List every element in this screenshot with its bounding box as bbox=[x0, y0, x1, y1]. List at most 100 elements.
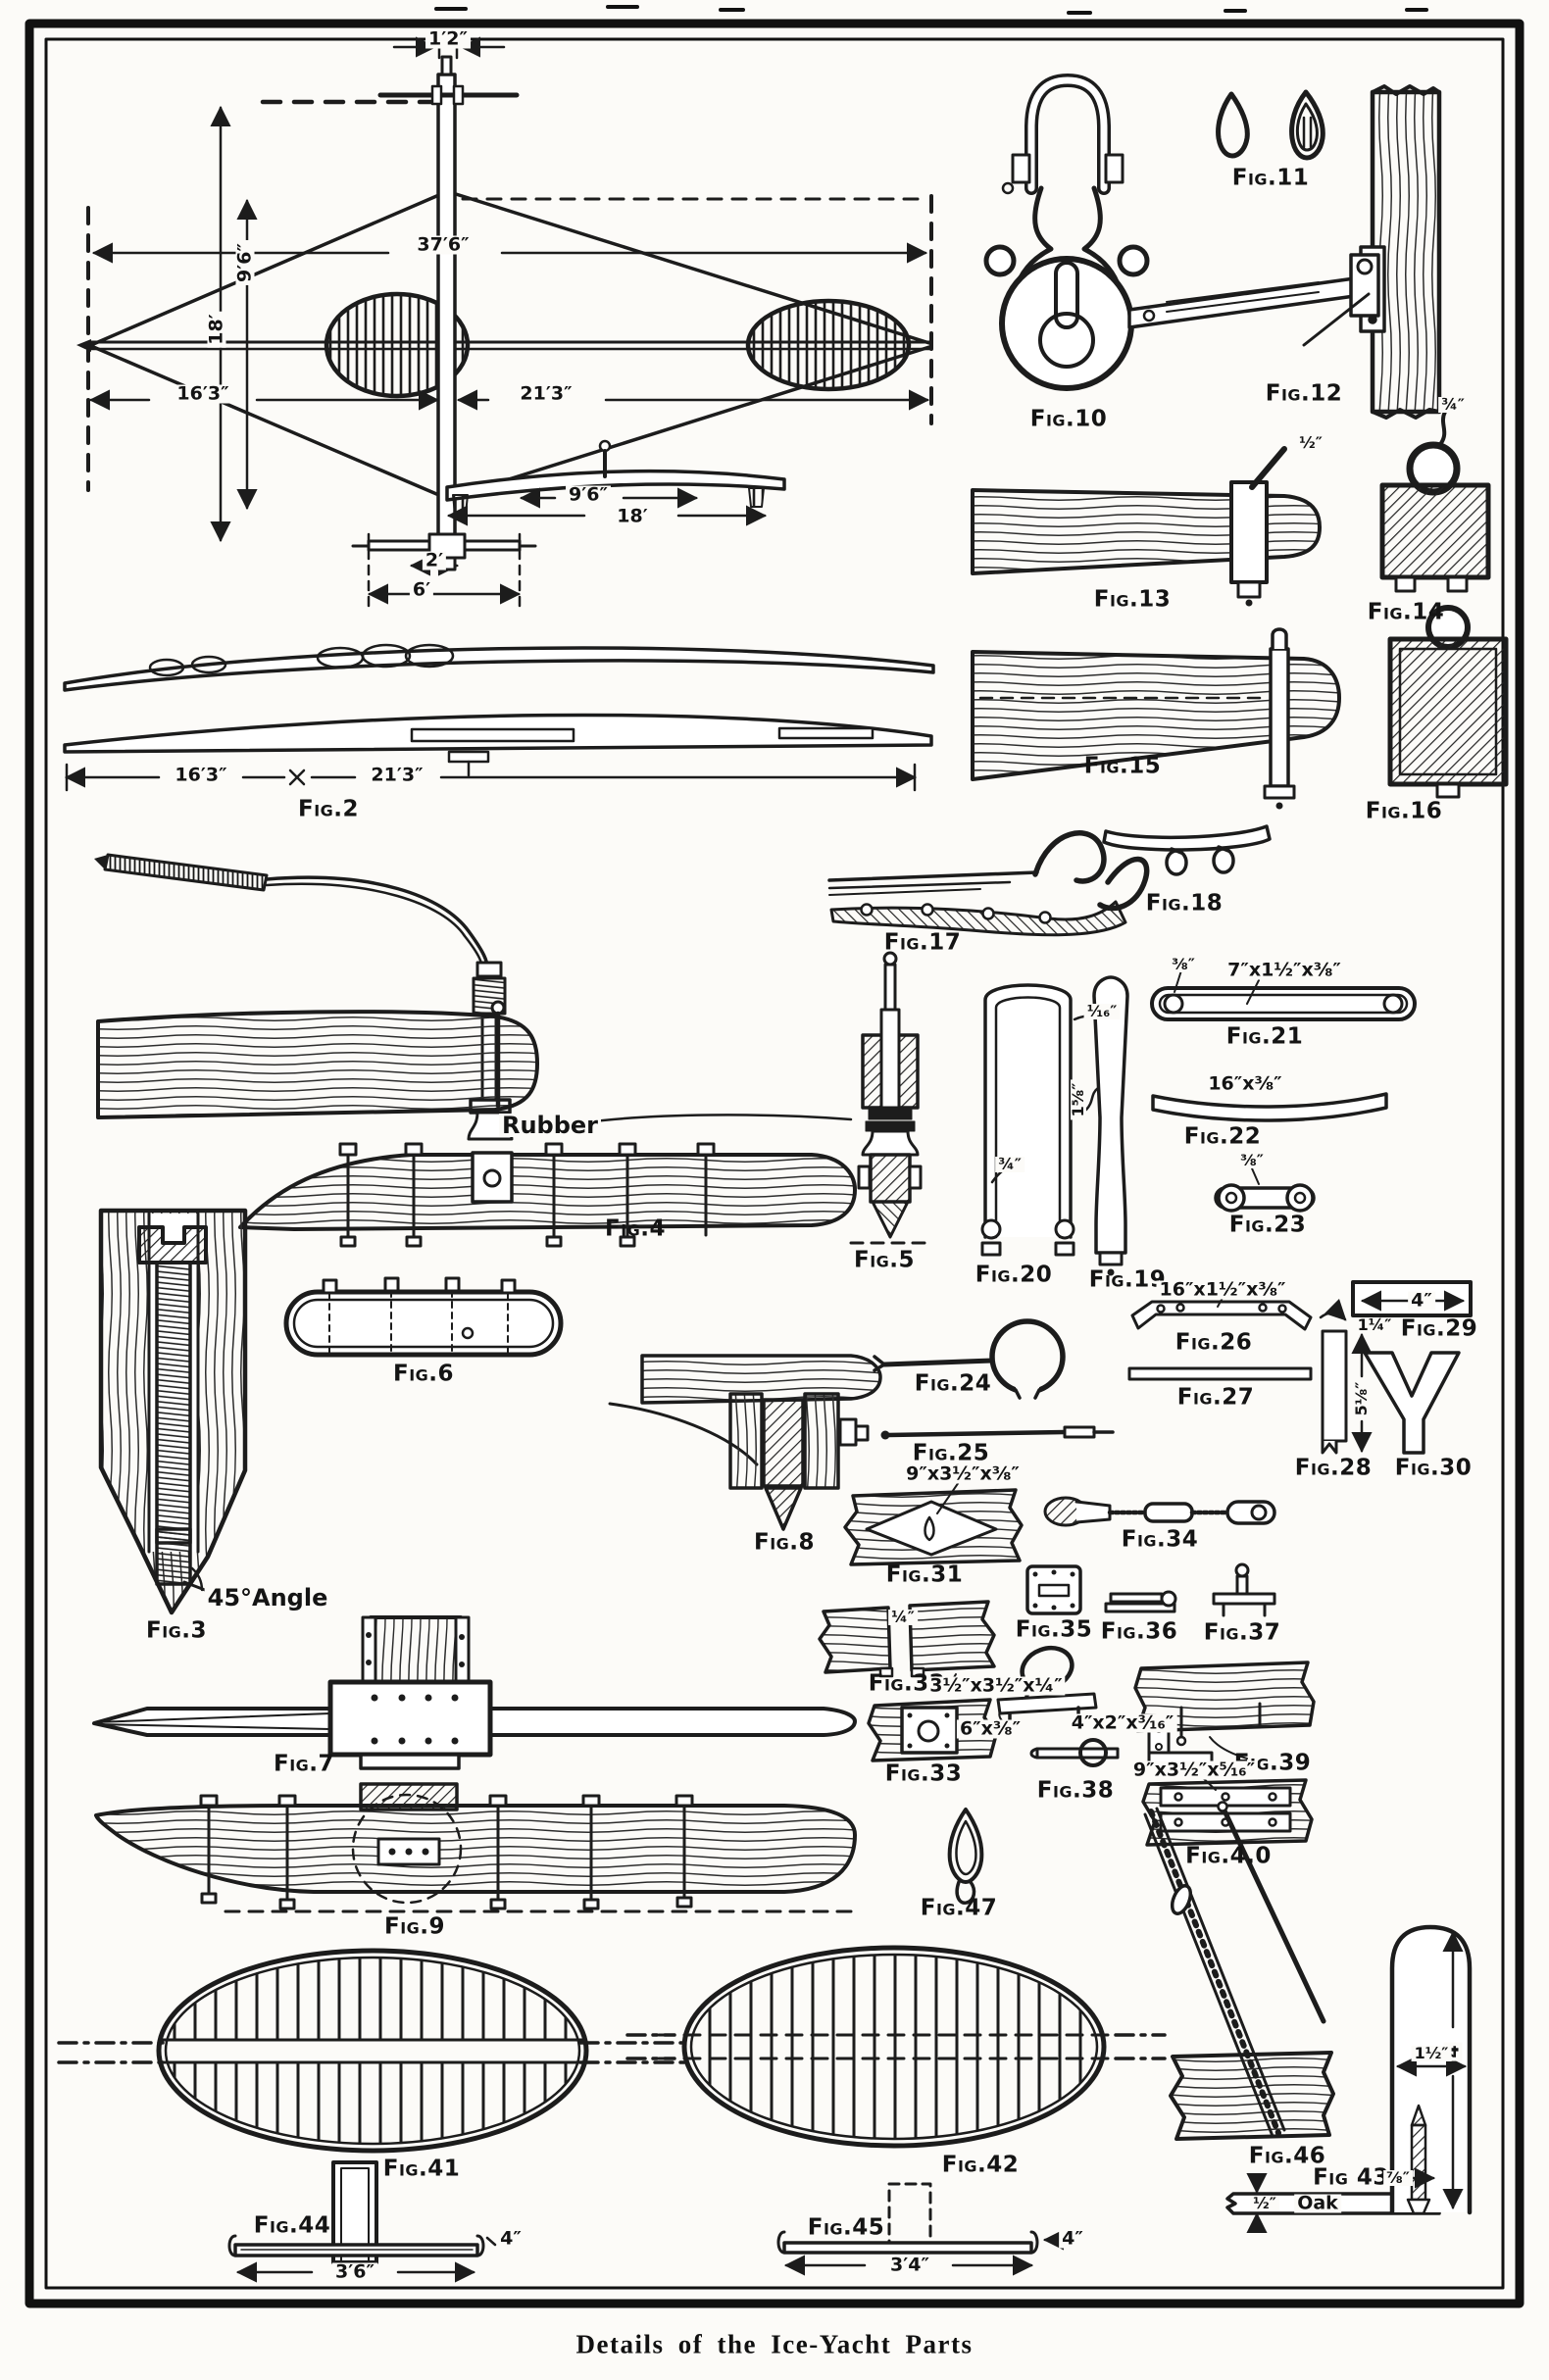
figure-37 bbox=[1212, 1562, 1276, 1617]
fig45-width-dim: 3′4″ bbox=[887, 2256, 932, 2275]
plan-length-dim: 37′6″ bbox=[414, 235, 473, 255]
fig23-size-dim: ⅜″ bbox=[1237, 1153, 1267, 1168]
figure-27 bbox=[1127, 1366, 1313, 1381]
fig35-label: Fig.35 bbox=[1015, 1616, 1093, 1643]
fig29-length-dim: 4″ bbox=[1408, 1291, 1435, 1311]
fig44-label: Fig.44 bbox=[253, 2212, 331, 2239]
figure-12 bbox=[1127, 84, 1442, 420]
fig47-label: Fig.47 bbox=[920, 1895, 998, 1921]
fig31-label: Fig.31 bbox=[885, 1562, 964, 1588]
fig6-label: Fig.6 bbox=[392, 1361, 455, 1387]
fig14-label: Fig.14 bbox=[1367, 599, 1445, 625]
plate-frame bbox=[25, 5, 1524, 2308]
figure-32 bbox=[818, 1600, 996, 1695]
fig38-label: Fig.38 bbox=[1036, 1777, 1115, 1804]
fig26-size-dim: 16″x1½″x⅜″ bbox=[1156, 1280, 1289, 1300]
figure-10 bbox=[983, 74, 1150, 391]
fig19-label: Fig.19 bbox=[1088, 1266, 1167, 1293]
figure-15 bbox=[971, 627, 1341, 810]
fig45-label: Fig.45 bbox=[807, 2214, 885, 2241]
figure-35 bbox=[1025, 1564, 1082, 1615]
plan-mast-width-dim: 1′2″ bbox=[425, 29, 471, 49]
fig28-label: Fig.28 bbox=[1294, 1455, 1373, 1481]
fig30-label: Fig.30 bbox=[1394, 1455, 1473, 1481]
fig14-ring-dim: ¾″ bbox=[1438, 397, 1468, 413]
figure-38 bbox=[996, 1645, 1120, 1767]
fig40-label: Fig.4.0 bbox=[1185, 1843, 1272, 1869]
figure-23 bbox=[1214, 1167, 1316, 1213]
figure-6 bbox=[283, 1276, 564, 1358]
fig21-label: Fig.21 bbox=[1225, 1023, 1304, 1050]
plan-2-dim: 2′ bbox=[422, 551, 447, 570]
figure-46 bbox=[1143, 1801, 1335, 2141]
plan-213-dim: 21′3″ bbox=[517, 384, 575, 404]
figure-8 bbox=[608, 1354, 882, 1531]
figure-41 bbox=[57, 1948, 694, 2154]
fig43-label: Fig 43 bbox=[1313, 2164, 1389, 2191]
fig33-label: Fig.33 bbox=[884, 1760, 963, 1787]
fig20-label: Fig.20 bbox=[974, 1262, 1053, 1288]
figure-4 bbox=[94, 853, 857, 1248]
fig24-label: Fig.24 bbox=[914, 1370, 992, 1397]
figure-33 bbox=[867, 1698, 998, 1762]
fig28-length-dim: 5⅛″ bbox=[1352, 1378, 1371, 1419]
fig43-screw-dim: ⅞″ bbox=[1383, 2170, 1413, 2186]
fig7-label: Fig.7 bbox=[273, 1751, 335, 1777]
fig37-label: Fig.37 bbox=[1203, 1619, 1281, 1646]
plank-96-dim: 9′6″ bbox=[566, 485, 611, 505]
fig12-label: Fig.12 bbox=[1265, 380, 1343, 407]
fig43-oak-note: Oak bbox=[1294, 2194, 1341, 2213]
fig32-size-dim: 3½″x3½″x¼″ bbox=[926, 1676, 1066, 1696]
fig43-width-dim: 1½″ bbox=[1411, 2046, 1452, 2061]
fig20-width-dim: ¾″ bbox=[995, 1157, 1024, 1172]
figure-5 bbox=[849, 951, 935, 1245]
fig27-label: Fig.27 bbox=[1176, 1384, 1255, 1411]
figure-3 bbox=[98, 1208, 248, 1615]
fig20-thickness-dim: ¹⁄₁₆″ bbox=[1083, 1004, 1121, 1019]
fig15-label: Fig.15 bbox=[1083, 753, 1162, 779]
fig29-label: Fig.29 bbox=[1400, 1315, 1478, 1342]
figure-plan-view bbox=[76, 34, 933, 612]
fig8-label: Fig.8 bbox=[753, 1529, 816, 1556]
fig46-label: Fig.46 bbox=[1248, 2143, 1326, 2169]
fig25-label: Fig.25 bbox=[912, 1440, 990, 1466]
fig40-size-dim: 9″x3½″x⁵⁄₁₆″ bbox=[1129, 1760, 1259, 1780]
figure-7 bbox=[92, 1615, 857, 1770]
fig10-label: Fig.10 bbox=[1029, 406, 1108, 432]
fig13-label: Fig.13 bbox=[1093, 586, 1172, 613]
fig31-size-dim: 9″x3½″x⅜″ bbox=[903, 1464, 1023, 1484]
figure-47 bbox=[947, 1808, 984, 1905]
figure-45 bbox=[776, 2182, 1065, 2276]
figure-17 bbox=[827, 830, 1150, 937]
fig16-label: Fig.16 bbox=[1365, 798, 1443, 824]
fig2-213-dim: 21′3″ bbox=[368, 766, 426, 785]
fig44-height-dim: 4″ bbox=[497, 2229, 525, 2249]
fig2-label: Fig.2 bbox=[297, 796, 360, 822]
fig43-board-dim: ½″ bbox=[1250, 2196, 1279, 2211]
figure-11 bbox=[1216, 89, 1325, 161]
fig17-label: Fig.17 bbox=[883, 929, 962, 956]
fig2-163-dim: 16′3″ bbox=[172, 766, 230, 785]
plate-caption: Details of the Ice-Yacht Parts bbox=[575, 2329, 974, 2359]
fig28-top-dim: 1¼″ bbox=[1354, 1317, 1395, 1333]
figure-14 bbox=[1379, 410, 1491, 593]
plan-6-dim: 6′ bbox=[409, 580, 434, 600]
figure-2 bbox=[63, 643, 935, 792]
fig3-label: Fig.3 bbox=[145, 1617, 208, 1644]
fig19-width-dim: 1⅝″ bbox=[1069, 1079, 1087, 1120]
fig4-label: Fig.4 bbox=[604, 1215, 667, 1242]
plan-96-vert-dim: 9′6″ bbox=[234, 240, 256, 285]
fig38-size2-dim: 4″x2″x³⁄₁₆″ bbox=[1068, 1713, 1177, 1733]
figure-21 bbox=[1150, 969, 1417, 1021]
fig38-size1-dim: 6″x⅜″ bbox=[956, 1719, 1024, 1739]
figure-42 bbox=[625, 1945, 1167, 2149]
figure-28 bbox=[1319, 1298, 1373, 1455]
figure-44 bbox=[227, 2160, 497, 2283]
fig21-size-dim: 7″x1½″x⅜″ bbox=[1224, 961, 1344, 980]
fig34-label: Fig.34 bbox=[1121, 1526, 1199, 1553]
figure-36 bbox=[1104, 1590, 1177, 1613]
fig18-label: Fig.18 bbox=[1145, 890, 1224, 917]
fig45-height-dim: 4″ bbox=[1059, 2229, 1086, 2249]
fig22-label: Fig.22 bbox=[1183, 1123, 1262, 1150]
